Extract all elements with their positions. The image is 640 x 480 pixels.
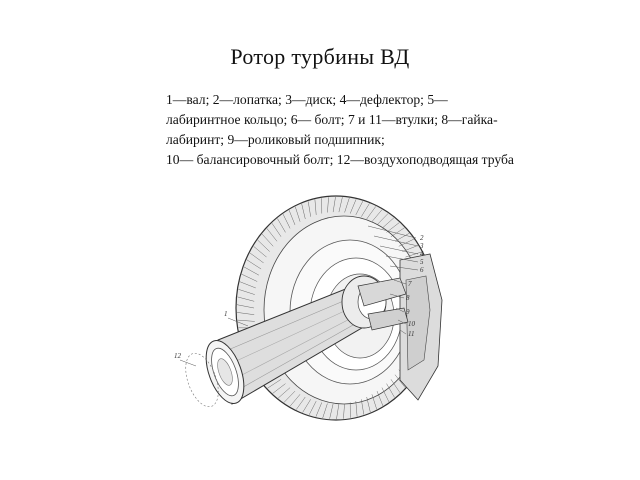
callout-label: 4 <box>420 250 424 258</box>
callout-label: 9 <box>406 308 410 316</box>
callout-leaders <box>179 225 419 367</box>
callout-label: 2 <box>420 234 424 242</box>
legend-line: 10— балансировочный болт; 12—воздухоподв… <box>166 152 514 167</box>
rotor-illustration: 2 3 4 5 6 7 8 9 10 11 1 12 <box>174 195 443 421</box>
legend-line: лабиринт; 9—роликовый подшипник; <box>166 132 385 147</box>
callout-label: 8 <box>406 294 410 302</box>
slide-title: Ротор турбины ВД <box>230 44 410 69</box>
callout-labels: 2 3 4 5 6 7 8 9 10 11 1 12 <box>174 234 424 360</box>
rotor-drawing: 2 3 4 5 6 7 8 9 10 11 1 12 <box>168 190 458 440</box>
legend-line: 1—вал; 2—лопатка; 3—диск; 4—дефлектор; 5… <box>166 92 448 107</box>
legend-line: лабиринтное кольцо; 6— болт; 7 и 11—втул… <box>166 112 498 127</box>
callout-label: 7 <box>408 280 412 288</box>
callout-label: 5 <box>420 258 424 266</box>
callout-label: 3 <box>419 242 424 250</box>
hub-bushings <box>341 275 409 331</box>
callout-label: 1 <box>224 310 228 318</box>
callout-label: 12 <box>174 352 182 360</box>
shaft <box>185 283 373 408</box>
callout-label: 6 <box>420 266 424 274</box>
callout-label: 10 <box>408 320 416 328</box>
callout-label: 11 <box>408 330 414 338</box>
legend-text: 1—вал; 2—лопатка; 3—диск; 4—дефлектор; 5… <box>166 90 586 170</box>
